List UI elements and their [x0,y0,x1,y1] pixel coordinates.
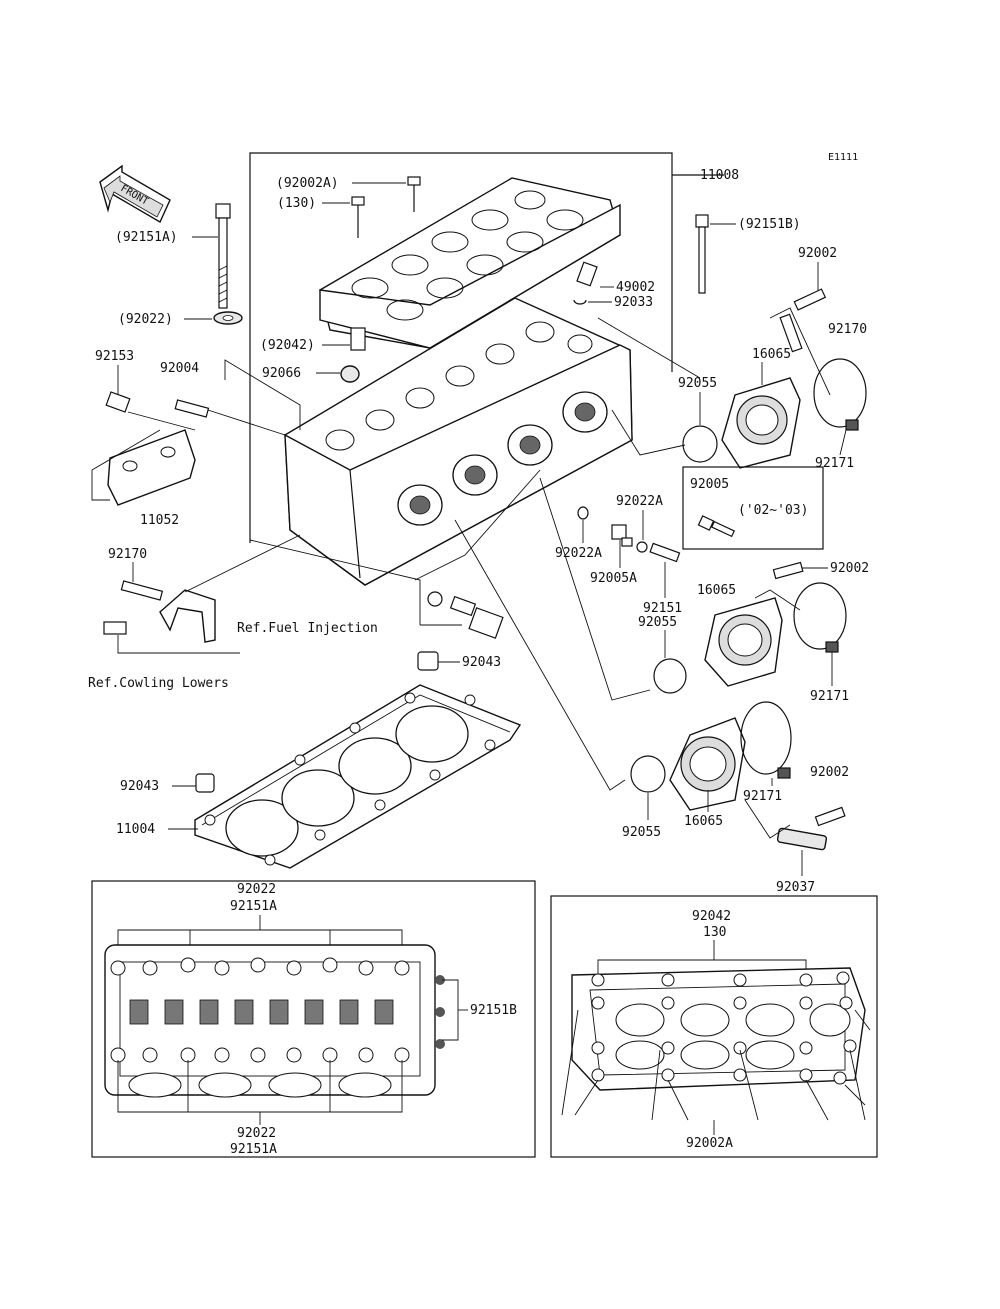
head-top-view [104,944,445,1098]
washer-92022A-a [577,506,589,520]
label-16065-a: 16065 [752,347,791,362]
label-92151A: (92151A) [115,230,178,245]
bolt-92151B [695,214,709,294]
label-92171-b: 92171 [810,689,849,704]
label-92066: 92066 [262,366,301,381]
o-ring-92055-c [630,755,666,793]
o-ring-92055-a [682,425,718,463]
label-16065-b: 16065 [697,583,736,598]
label-92005: 92005 [690,477,729,492]
label-92004: 92004 [160,361,199,376]
label-92022A-b: 92022A [555,546,602,561]
label-92055-b: 92055 [638,615,677,630]
clamp-92171-c [740,701,792,775]
label-92037: 92037 [776,880,815,895]
clamp-92170-right [779,313,803,353]
box1-label-bot-2: 92151A [230,1142,277,1157]
cam-bolt-pattern-box [550,895,878,1158]
bolt-92151 [649,542,681,563]
dowel-92042 [350,327,366,351]
bracket-11052 [107,429,196,506]
label-92151B-top: (92151B) [738,217,801,232]
head-gasket-11004 [194,684,522,869]
label-92002-top: 92002 [798,246,837,261]
label-92002-mid: 92002 [830,561,869,576]
seal-92066 [340,365,360,383]
cam-holder-top-view [571,967,866,1091]
clamp-92037 [776,827,828,851]
label-92005A: 92005A [590,571,637,586]
label-92170-right: 92170 [828,322,867,337]
box1-label-top-2: 92151A [230,899,277,914]
label-92170-left: 92170 [108,547,147,562]
label-130-top: (130) [277,196,316,211]
label-92055-a: 92055 [678,376,717,391]
stud-92004 [174,399,210,418]
dowel-92043-top [417,651,439,671]
label-92033: 92033 [614,295,653,310]
camshaft-holder [319,177,621,349]
box1-label-bot-1: 92022 [237,1126,276,1141]
head-bolt-92151A [215,203,231,309]
clamp-92171-b [793,582,847,650]
label-92043-left: 92043 [120,779,159,794]
label-92055-c: 92055 [622,825,661,840]
label-92002-low: 92002 [810,765,849,780]
label-ref-cowl: Ref.Cowling Lowers [88,676,229,691]
label-92151: 92151 [643,601,682,616]
dowel-92043-left [195,773,215,793]
label-11004: 11004 [116,822,155,837]
label-92043-top: 92043 [462,655,501,670]
label-92171-a: 92171 [815,456,854,471]
label-92042: (92042) [260,338,315,353]
intake-holder-16065-c [669,717,746,811]
plug-92005A [611,524,633,547]
clip-92033 [573,299,587,305]
bolt-92002A [407,176,421,212]
label-92171-c: 92171 [743,789,782,804]
o-ring-92055-b [653,658,687,694]
clamp-92170-left [103,580,216,643]
label-92022: (92022) [118,312,173,327]
label-11008: 11008 [700,168,739,183]
label-49002: 49002 [616,280,655,295]
screw-92002-low [814,806,846,827]
label-ref-fuel: Ref.Fuel Injection [237,621,378,636]
label-92005-note: ('02~'03) [738,503,808,518]
inset-92005 [682,466,824,550]
intake-holder-16065-a [721,377,801,469]
front-arrow-icon: FRONT [99,164,171,223]
sensor-92005 [697,515,736,538]
sensor-fuel-injection [427,591,504,639]
screw-92002-mid [772,561,804,580]
label-16065-c: 16065 [684,814,723,829]
box2-label-top-1: 92042 [692,909,731,924]
tappet-49002 [576,261,598,287]
bracket-11008 [249,152,673,543]
label-92153: 92153 [95,349,134,364]
box1-label-right: 92151B [470,1003,517,1018]
intake-holder-16065-b [704,597,783,687]
bolt-92153 [105,391,131,413]
head-bolt-pattern-box [91,880,536,1158]
label-92002A-top: (92002A) [276,176,339,191]
washer-92022A-b [636,541,648,553]
clamp-92171-a [813,358,867,428]
screw-92002-top [793,288,827,311]
diagram-code: E1111 [828,152,858,163]
box1-label-top-1: 92022 [237,882,276,897]
label-92022A-a: 92022A [616,494,663,509]
cylinder-head [284,297,633,586]
box2-label-top-2: 130 [703,925,726,940]
label-11052: 11052 [140,513,179,528]
bolt-130 [351,196,365,238]
box2-label-bot: 92002A [686,1136,733,1151]
